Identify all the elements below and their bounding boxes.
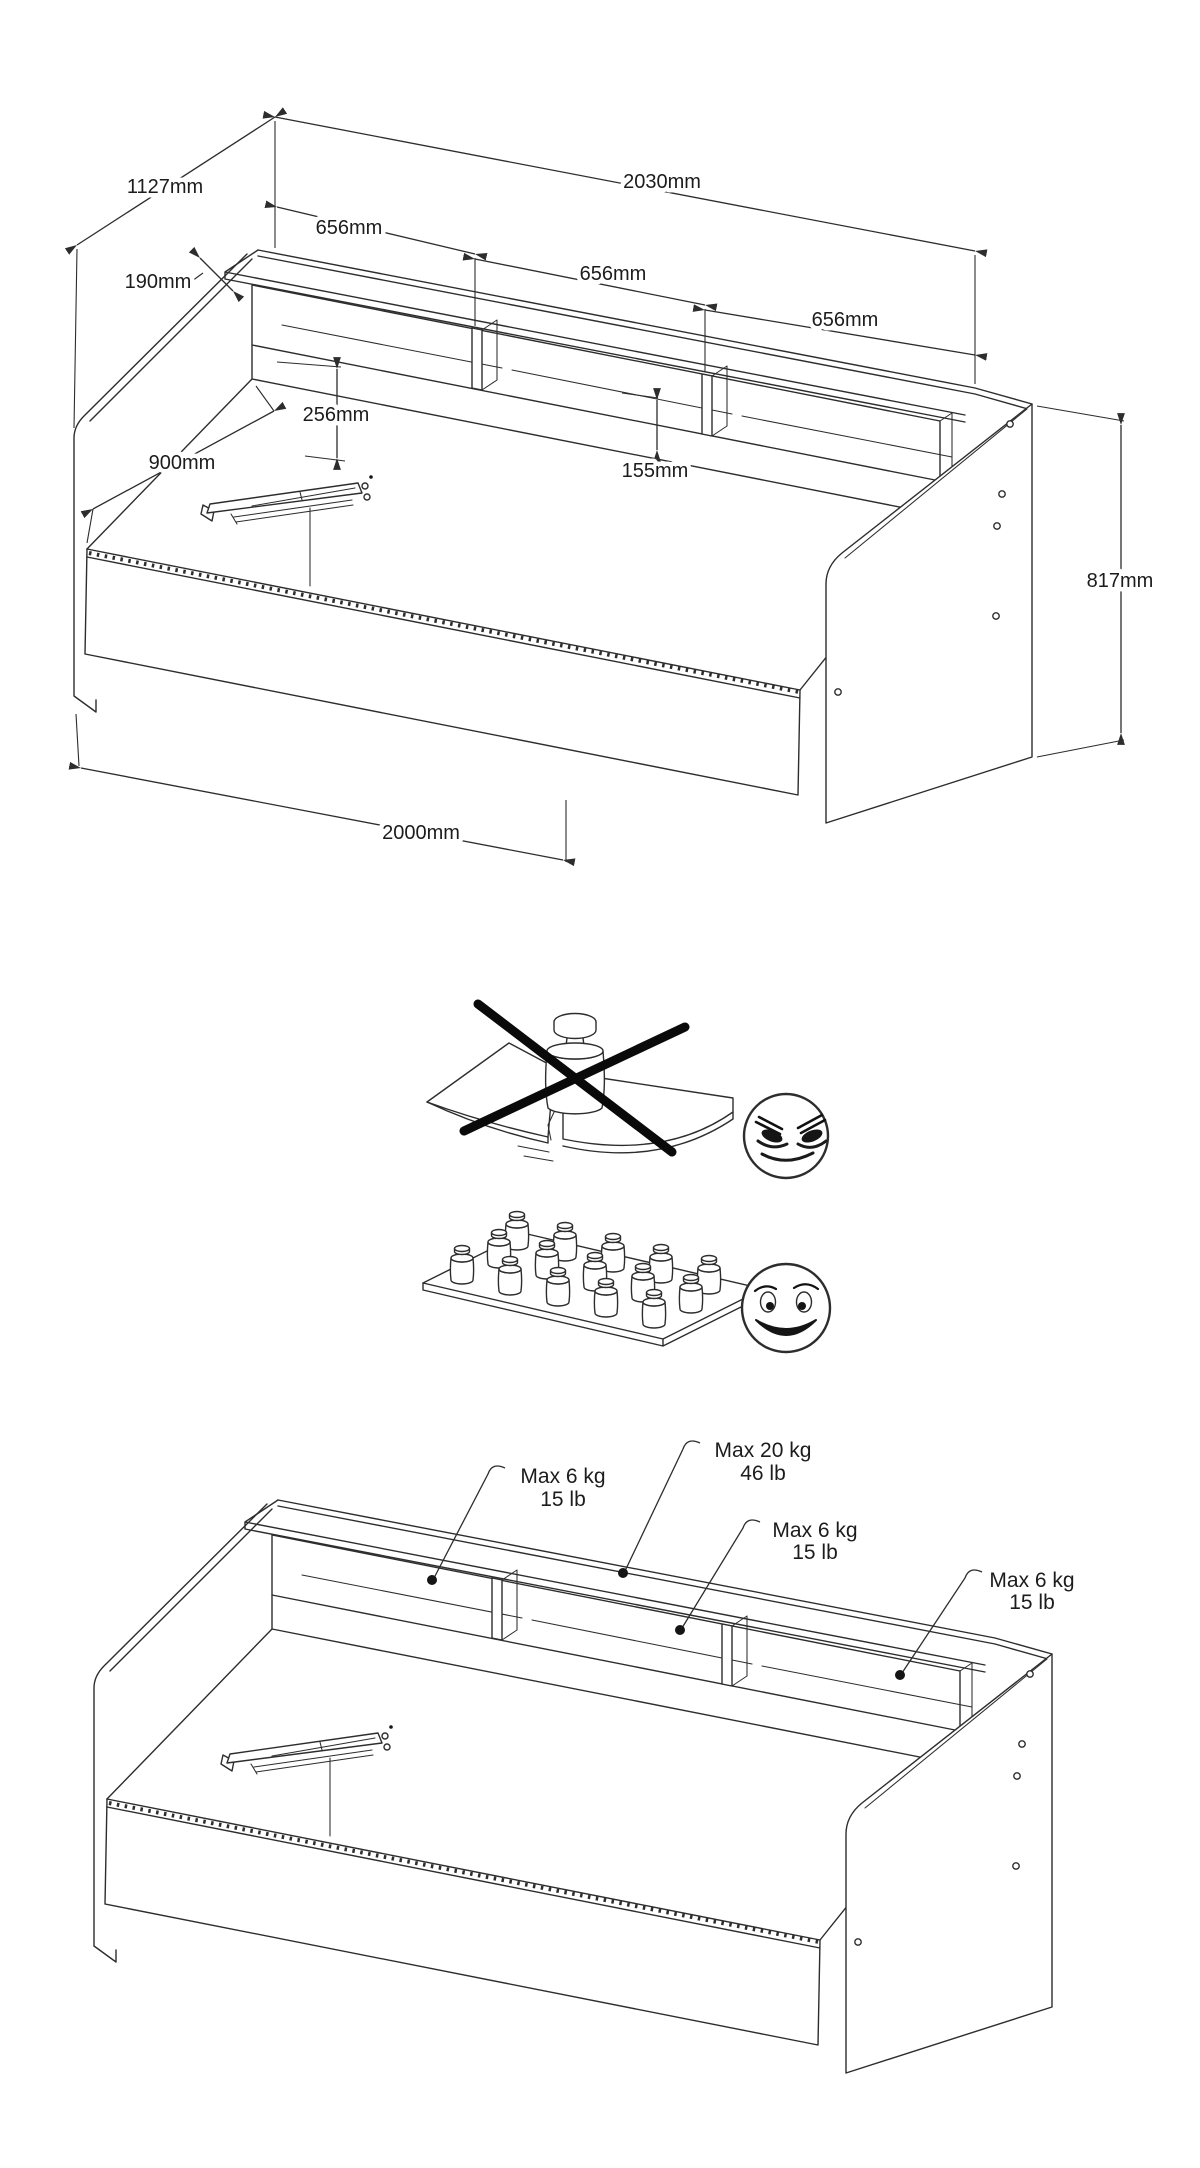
load-warning-illustrations xyxy=(422,999,832,1354)
dimension-niche-height: 155mm xyxy=(622,460,689,482)
load-label-niche-right-kg: Max 6 kg xyxy=(989,1569,1074,1592)
distributed-load-icon xyxy=(422,1210,764,1347)
dimension-bed-width: 900mm xyxy=(149,452,216,474)
happy-face-icon xyxy=(740,1262,832,1354)
load-label-top-shelf-lb: 46 lb xyxy=(740,1462,786,1485)
dimension-height-overall: 817mm xyxy=(1087,570,1154,592)
load-label-niche-left-lb: 15 lb xyxy=(540,1488,586,1511)
prohibited-load-icon xyxy=(426,999,734,1162)
load-label-niche-middle-lb: 15 lb xyxy=(792,1541,838,1564)
load-leader-lines xyxy=(427,1440,983,1680)
dimension-length-overall: 2030mm xyxy=(623,171,701,193)
load-labels: Max 6 kg 15 lb Max 20 kg 46 lb Max 6 kg … xyxy=(517,1436,1078,1618)
angry-face-icon xyxy=(742,1092,830,1180)
dimensioned-view: 1127mm 2030mm 656mm 656mm 656mm 190mm 25… xyxy=(64,107,1158,867)
dimension-shelf-depth: 190mm xyxy=(125,271,192,293)
dimension-shelf-section-1: 656mm xyxy=(316,217,383,239)
dimension-bed-length: 2000mm xyxy=(382,822,460,844)
dimension-shelf-section-2: 656mm xyxy=(580,263,647,285)
dimension-labels: 1127mm 2030mm 656mm 656mm 656mm 190mm 25… xyxy=(120,167,1158,849)
load-limit-view: Max 6 kg 15 lb Max 20 kg 46 lb Max 6 kg … xyxy=(92,1436,1078,2075)
dimension-headboard-height: 256mm xyxy=(303,404,370,426)
load-label-niche-middle-kg: Max 6 kg xyxy=(772,1519,857,1542)
dimension-depth-overall: 1127mm xyxy=(127,176,203,198)
cross-out-icon xyxy=(459,999,690,1157)
load-label-niche-left-kg: Max 6 kg xyxy=(520,1465,605,1488)
dimension-shelf-section-3: 656mm xyxy=(812,309,879,331)
dimension-lines xyxy=(64,107,1125,867)
load-label-top-shelf-kg: Max 20 kg xyxy=(715,1439,812,1462)
load-label-niche-right-lb: 15 lb xyxy=(1009,1591,1055,1614)
